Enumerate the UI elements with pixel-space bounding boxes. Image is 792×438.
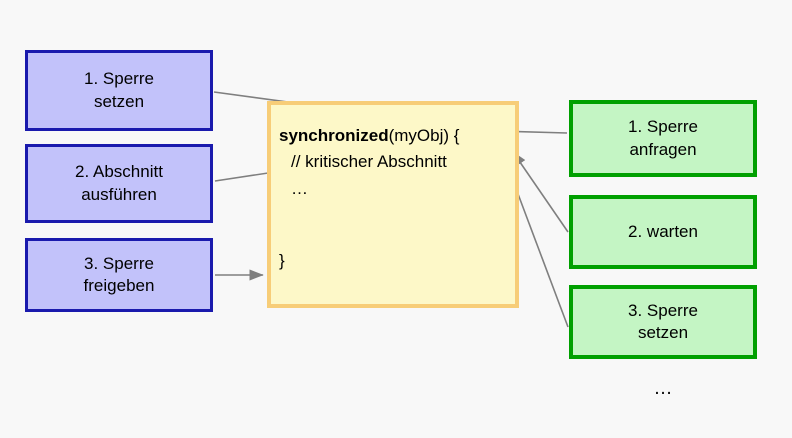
step-box-line-1: 3. Sperre [84,253,154,273]
monitor-box-line-2: setzen [637,323,689,342]
step-box-line-2: freigeben [83,276,155,295]
step-box-line-1: 1. Sperre [84,69,154,89]
step-box-sperre-freigeben[interactable]: 3. Sperre freigeben [25,238,213,312]
monitor-box-line-1: 1. Sperre [628,117,698,137]
code-signature-args: (myObj) { [388,126,460,145]
code-block: synchronized(myObj) { // kritischer Absc… [267,101,519,308]
monitor-box-sperre-setzen[interactable]: 3. Sperre setzen [569,285,757,359]
code-keyword-synchronized: synchronized [279,126,389,145]
monitor-box-warten[interactable]: 2. warten [569,195,757,269]
code-line-ellipsis: … [291,178,308,198]
monitor-box-sperre-anfragen[interactable]: 1. Sperre anfragen [569,100,757,177]
step-box-line-2: ausführen [81,184,157,204]
monitor-box-line-2: anfragen [629,139,697,159]
step-box-abschnitt-ausfuehren[interactable]: 2. Abschnitt ausführen [25,144,213,223]
step-box-line-2: setzen [93,91,145,111]
code-line-signature: synchronized(myObj) { [279,123,515,149]
monitor-trailing-ellipsis: … [653,378,673,399]
step-box-line-1: 2. Abschnitt [75,162,163,182]
code-line-closing-brace: } [279,251,285,271]
step-box-sperre-setzen[interactable]: 1. Sperre setzen [25,50,213,131]
arrow-green2-to-code [512,151,569,233]
monitor-box-line-1: 3. Sperre [628,300,698,320]
monitor-box-line-1: 2. warten [628,221,698,241]
code-line-comment: // kritischer Abschnitt [291,152,447,172]
